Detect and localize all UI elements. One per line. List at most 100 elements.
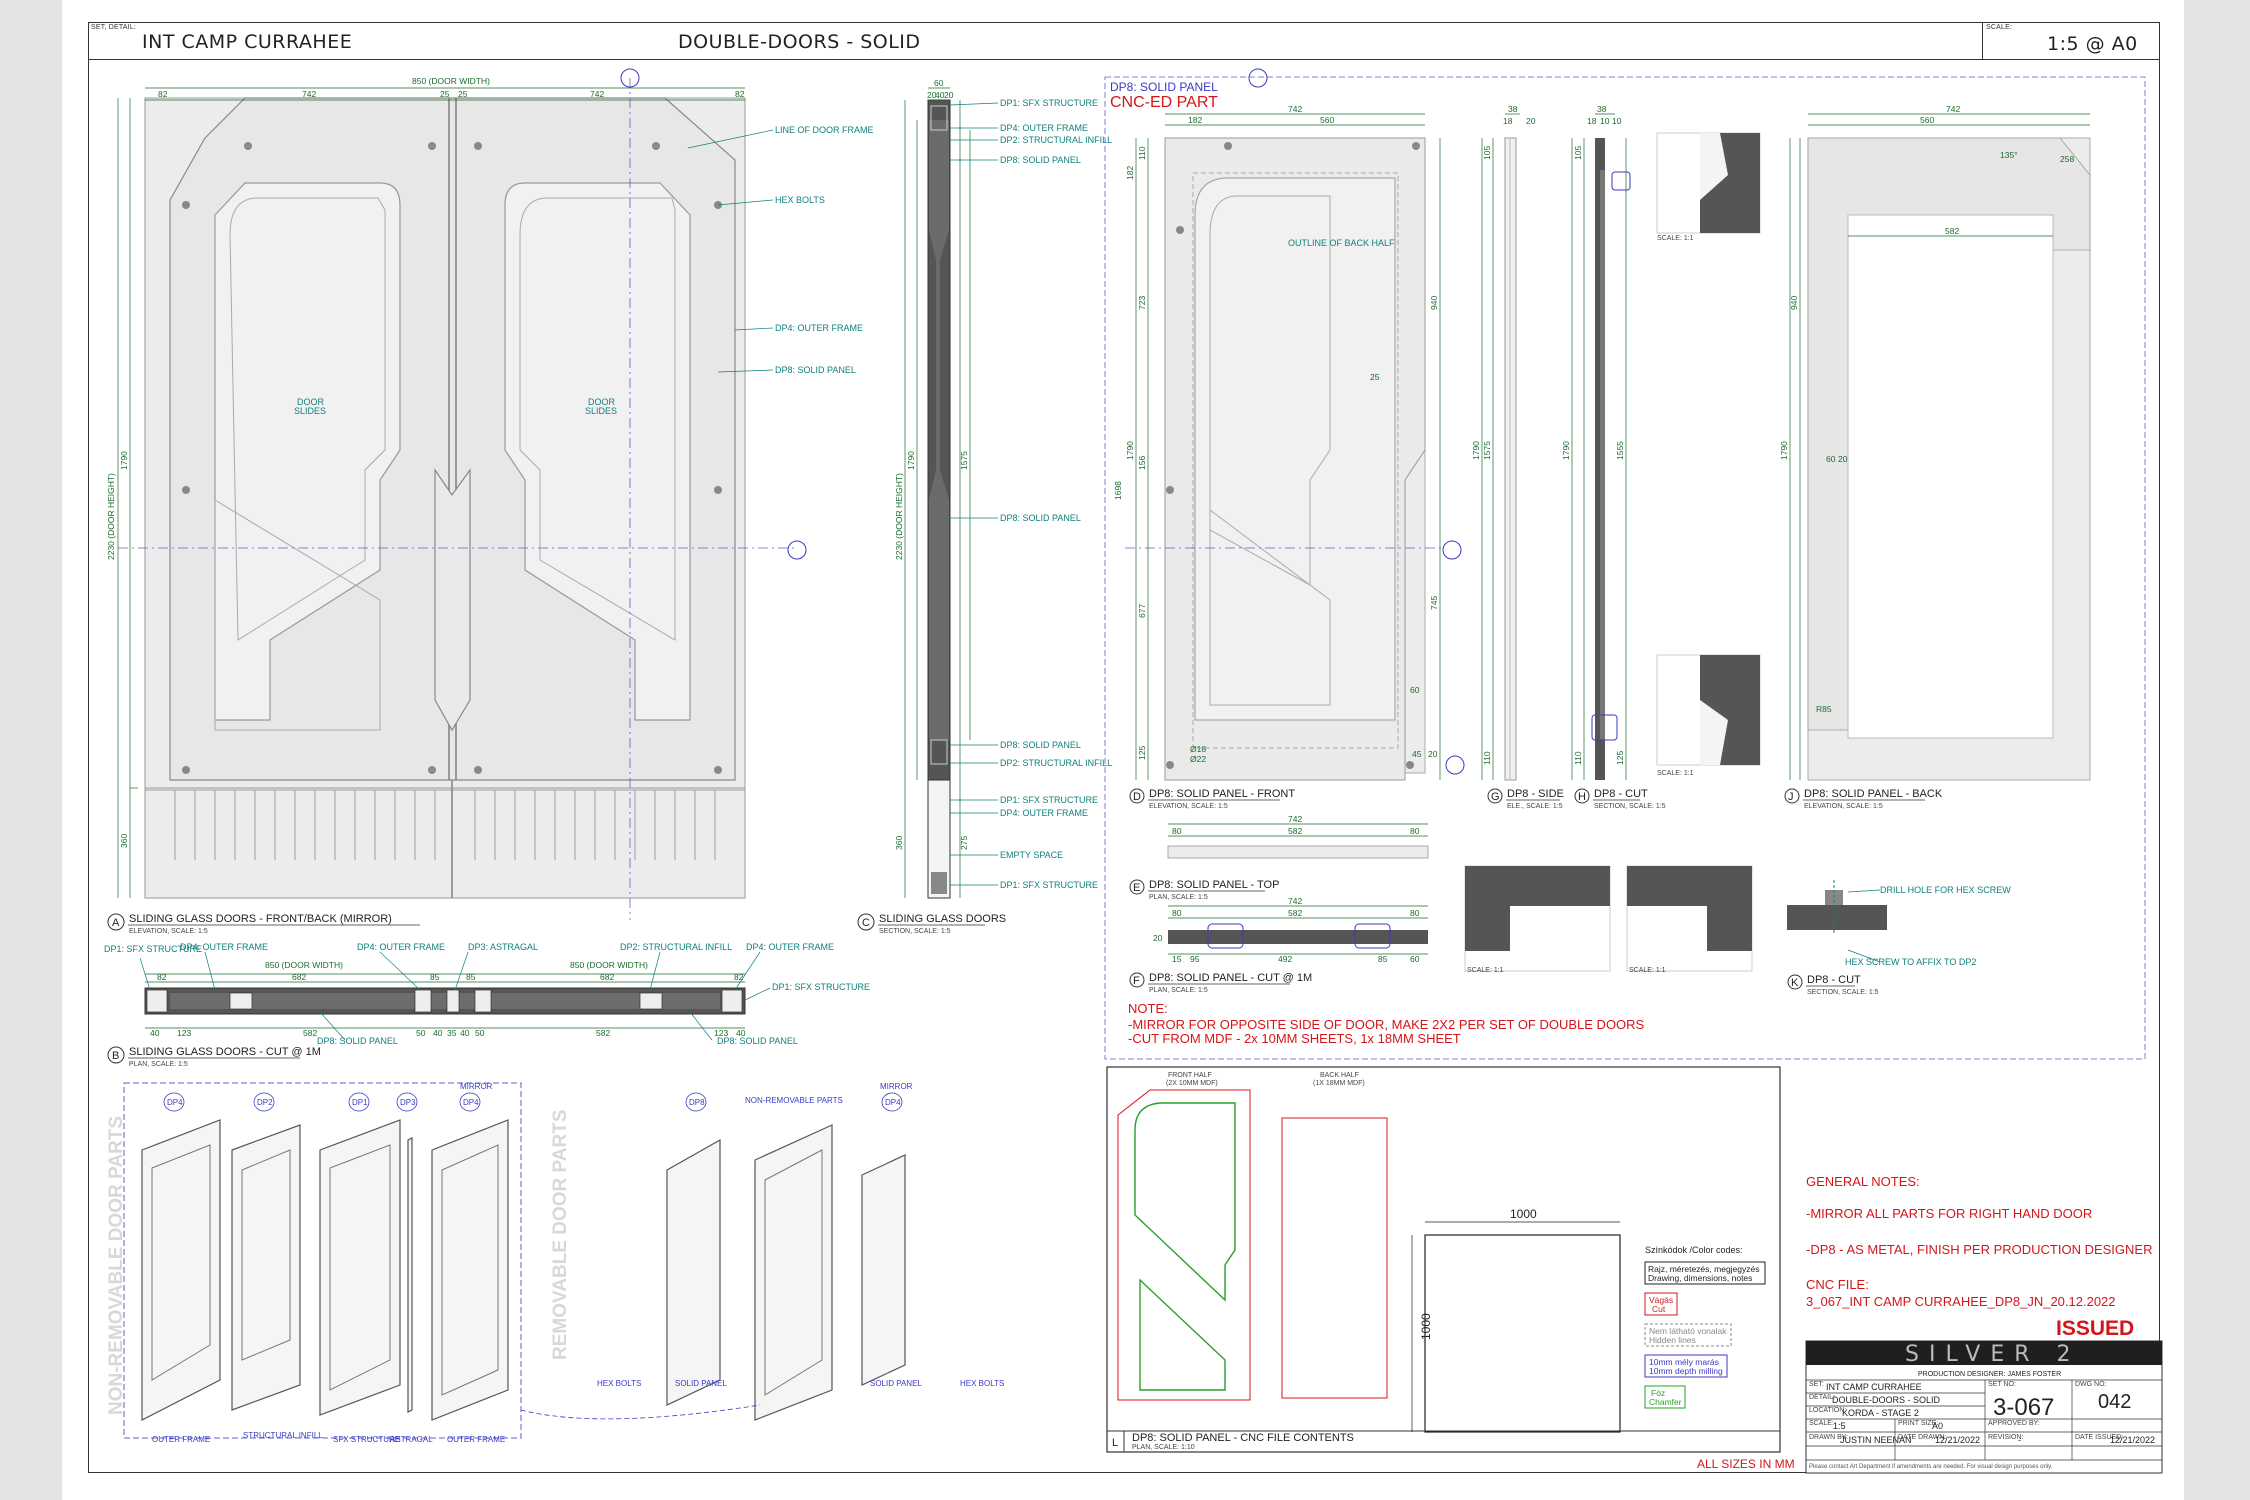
panel-a-front-elevation: 850 (DOOR WIDTH) 82 742 25 25 742 82 223… (106, 68, 874, 935)
svg-text:182: 182 (1188, 115, 1202, 125)
svg-text:10: 10 (1600, 116, 1610, 126)
svg-text:DP4: OUTER FRAME: DP4: OUTER FRAME (357, 942, 445, 952)
svg-text:FRONT HALF: FRONT HALF (1168, 1072, 1212, 1079)
svg-text:582: 582 (1945, 226, 1959, 236)
svg-text:45: 45 (1412, 749, 1422, 759)
scale-value: 1:5 @ A0 (2047, 33, 2138, 55)
svg-text:582: 582 (1288, 908, 1302, 918)
note-2: -CUT FROM MDF - 2x 10MM SHEETS, 1x 18MM … (1128, 1031, 1461, 1046)
svg-text:85: 85 (430, 972, 440, 982)
svg-text:DP1: SFX STRUCTURE: DP1: SFX STRUCTURE (104, 944, 202, 954)
svg-text:DP2: STRUCTURAL INFILL: DP2: STRUCTURAL INFILL (1000, 758, 1112, 768)
svg-text:Nem látható vonalak: Nem látható vonalak (1649, 1326, 1727, 1336)
svg-text:742: 742 (1288, 896, 1302, 906)
svg-text:SCALE: 1:1: SCALE: 1:1 (1657, 770, 1694, 777)
dwg-number: 042 (2098, 1391, 2131, 1413)
svg-text:20: 20 (1838, 454, 1848, 464)
svg-text:677: 677 (1137, 604, 1147, 618)
svg-text:80: 80 (1172, 908, 1182, 918)
svg-text:OUTER FRAME: OUTER FRAME (152, 1435, 210, 1444)
svg-text:SFX STRUCTURE: SFX STRUCTURE (333, 1435, 400, 1444)
svg-text:DP4: DP4 (167, 1098, 183, 1107)
sheet-border (88, 22, 2160, 1473)
svg-text:MIRROR: MIRROR (880, 1082, 913, 1091)
svg-text:B: B (112, 1050, 119, 1062)
svg-text:Chamfer: Chamfer (1649, 1397, 1682, 1407)
svg-text:110: 110 (1482, 751, 1492, 765)
svg-text:PRODUCTION DESIGNER: JAMES FOS: PRODUCTION DESIGNER: JAMES FOSTER (1918, 1371, 2061, 1378)
svg-text:PLAN, SCALE: 1:5: PLAN, SCALE: 1:5 (1149, 894, 1208, 901)
svg-text:MIRROR: MIRROR (460, 1082, 493, 1091)
svg-text:SECTION, SCALE: 1:5: SECTION, SCALE: 1:5 (1594, 803, 1666, 810)
iso-nonremovable-vertical: NON-REMOVABLE DOOR PARTS (106, 1116, 127, 1415)
svg-text:SCALE: 1:1: SCALE: 1:1 (1629, 967, 1666, 974)
svg-text:ELEVATION, SCALE: 1:5: ELEVATION, SCALE: 1:5 (1149, 803, 1228, 810)
svg-text:SOLID PANEL: SOLID PANEL (675, 1379, 727, 1388)
scale-label: SCALE: (1986, 24, 2013, 31)
svg-text:Hidden lines: Hidden lines (1649, 1335, 1696, 1345)
svg-text:HEX SCREW TO AFFIX TO DP2: HEX SCREW TO AFFIX TO DP2 (1845, 957, 1976, 967)
svg-text:3_067_INT CAMP CURRAHEE_DP8_JN: 3_067_INT CAMP CURRAHEE_DP8_JN_20.12.202… (1806, 1294, 2116, 1309)
svg-text:20: 20 (944, 90, 954, 100)
svg-text:HEX BOLTS: HEX BOLTS (960, 1379, 1004, 1388)
svg-text:BACK HALF: BACK HALF (1320, 1072, 1359, 1079)
svg-text:DP1: SFX STRUCTURE: DP1: SFX STRUCTURE (1000, 795, 1098, 805)
svg-text:25: 25 (458, 89, 468, 99)
svg-text:12/21/2022: 12/21/2022 (2110, 1435, 2155, 1445)
svg-text:38: 38 (1597, 104, 1607, 114)
svg-text:60: 60 (1410, 954, 1420, 964)
svg-text:582: 582 (303, 1028, 317, 1038)
svg-text:APPROVED BY:: APPROVED BY: (1988, 1420, 2040, 1427)
svg-text:DP8: SOLID PANEL: DP8: SOLID PANEL (775, 365, 856, 375)
svg-text:82: 82 (158, 89, 168, 99)
svg-text:85: 85 (1378, 954, 1388, 964)
svg-text:2230 (DOOR HEIGHT): 2230 (DOOR HEIGHT) (894, 473, 904, 560)
svg-text:1790: 1790 (1779, 441, 1789, 460)
svg-text:DP2: STRUCTURAL INFILL: DP2: STRUCTURAL INFILL (620, 942, 732, 952)
caption-c: SLIDING GLASS DOORS (879, 913, 1006, 925)
svg-text:Cut: Cut (1652, 1304, 1666, 1314)
issued-stamp: ISSUED (2056, 1317, 2134, 1340)
svg-text:OUTER FRAME: OUTER FRAME (447, 1435, 505, 1444)
svg-text:742: 742 (302, 89, 316, 99)
svg-text:DOOR: DOOR (588, 397, 616, 407)
svg-text:DP8: SOLID PANEL - CNC FILE CO: DP8: SOLID PANEL - CNC FILE CONTENTS (1132, 1432, 1354, 1444)
svg-text:50: 50 (416, 1028, 426, 1038)
svg-text:582: 582 (596, 1028, 610, 1038)
svg-text:492: 492 (1278, 954, 1292, 964)
svg-text:940: 940 (1789, 296, 1799, 310)
svg-text:DP4: OUTER FRAME: DP4: OUTER FRAME (775, 323, 863, 333)
svg-text:Ø18: Ø18 (1190, 744, 1206, 754)
svg-text:K: K (1791, 977, 1799, 989)
svg-text:742: 742 (1288, 104, 1302, 114)
svg-text:G: G (1491, 791, 1500, 803)
svg-text:STRUCTURAL INFILL: STRUCTURAL INFILL (243, 1431, 323, 1440)
svg-text:SOLID PANEL: SOLID PANEL (870, 1379, 922, 1388)
svg-text:25: 25 (440, 89, 450, 99)
svg-text:15: 15 (1172, 954, 1182, 964)
svg-text:DP4: OUTER FRAME: DP4: OUTER FRAME (1000, 123, 1088, 133)
svg-text:ELEVATION, SCALE: 1:5: ELEVATION, SCALE: 1:5 (129, 928, 208, 935)
set-name: INT CAMP CURRAHEE (142, 31, 353, 53)
svg-text:850 (DOOR WIDTH): 850 (DOOR WIDTH) (265, 960, 343, 970)
svg-text:60: 60 (1410, 685, 1420, 695)
title-block: SILVER 2 PRODUCTION DESIGNER: JAMES FOST… (1805, 1340, 2163, 1474)
svg-text:DP8: SOLID PANEL: DP8: SOLID PANEL (1000, 155, 1081, 165)
svg-text:DP1: SFX STRUCTURE: DP1: SFX STRUCTURE (772, 982, 870, 992)
svg-text:DOOR: DOOR (297, 397, 325, 407)
svg-text:40: 40 (460, 1028, 470, 1038)
svg-text:DWG NO:: DWG NO: (2075, 1381, 2107, 1388)
svg-text:DP3: DP3 (400, 1098, 416, 1107)
svg-text:SET NO:: SET NO: (1988, 1381, 2016, 1388)
svg-text:25: 25 (1370, 372, 1380, 382)
svg-text:DP8: SOLID PANEL: DP8: SOLID PANEL (1000, 740, 1081, 750)
svg-text:DATE ISSUED:: DATE ISSUED: (2075, 1434, 2123, 1441)
svg-text:DP1: DP1 (352, 1098, 368, 1107)
svg-text:10mm mély marás: 10mm mély marás (1649, 1357, 1719, 1367)
header-divider (1982, 22, 1983, 60)
header-bar (88, 22, 2160, 60)
svg-text:1:5: 1:5 (1833, 1421, 1846, 1431)
svg-text:1000: 1000 (1419, 1313, 1433, 1340)
svg-text:110: 110 (1573, 751, 1583, 765)
svg-text:LOCATION:: LOCATION: (1809, 1407, 1846, 1414)
